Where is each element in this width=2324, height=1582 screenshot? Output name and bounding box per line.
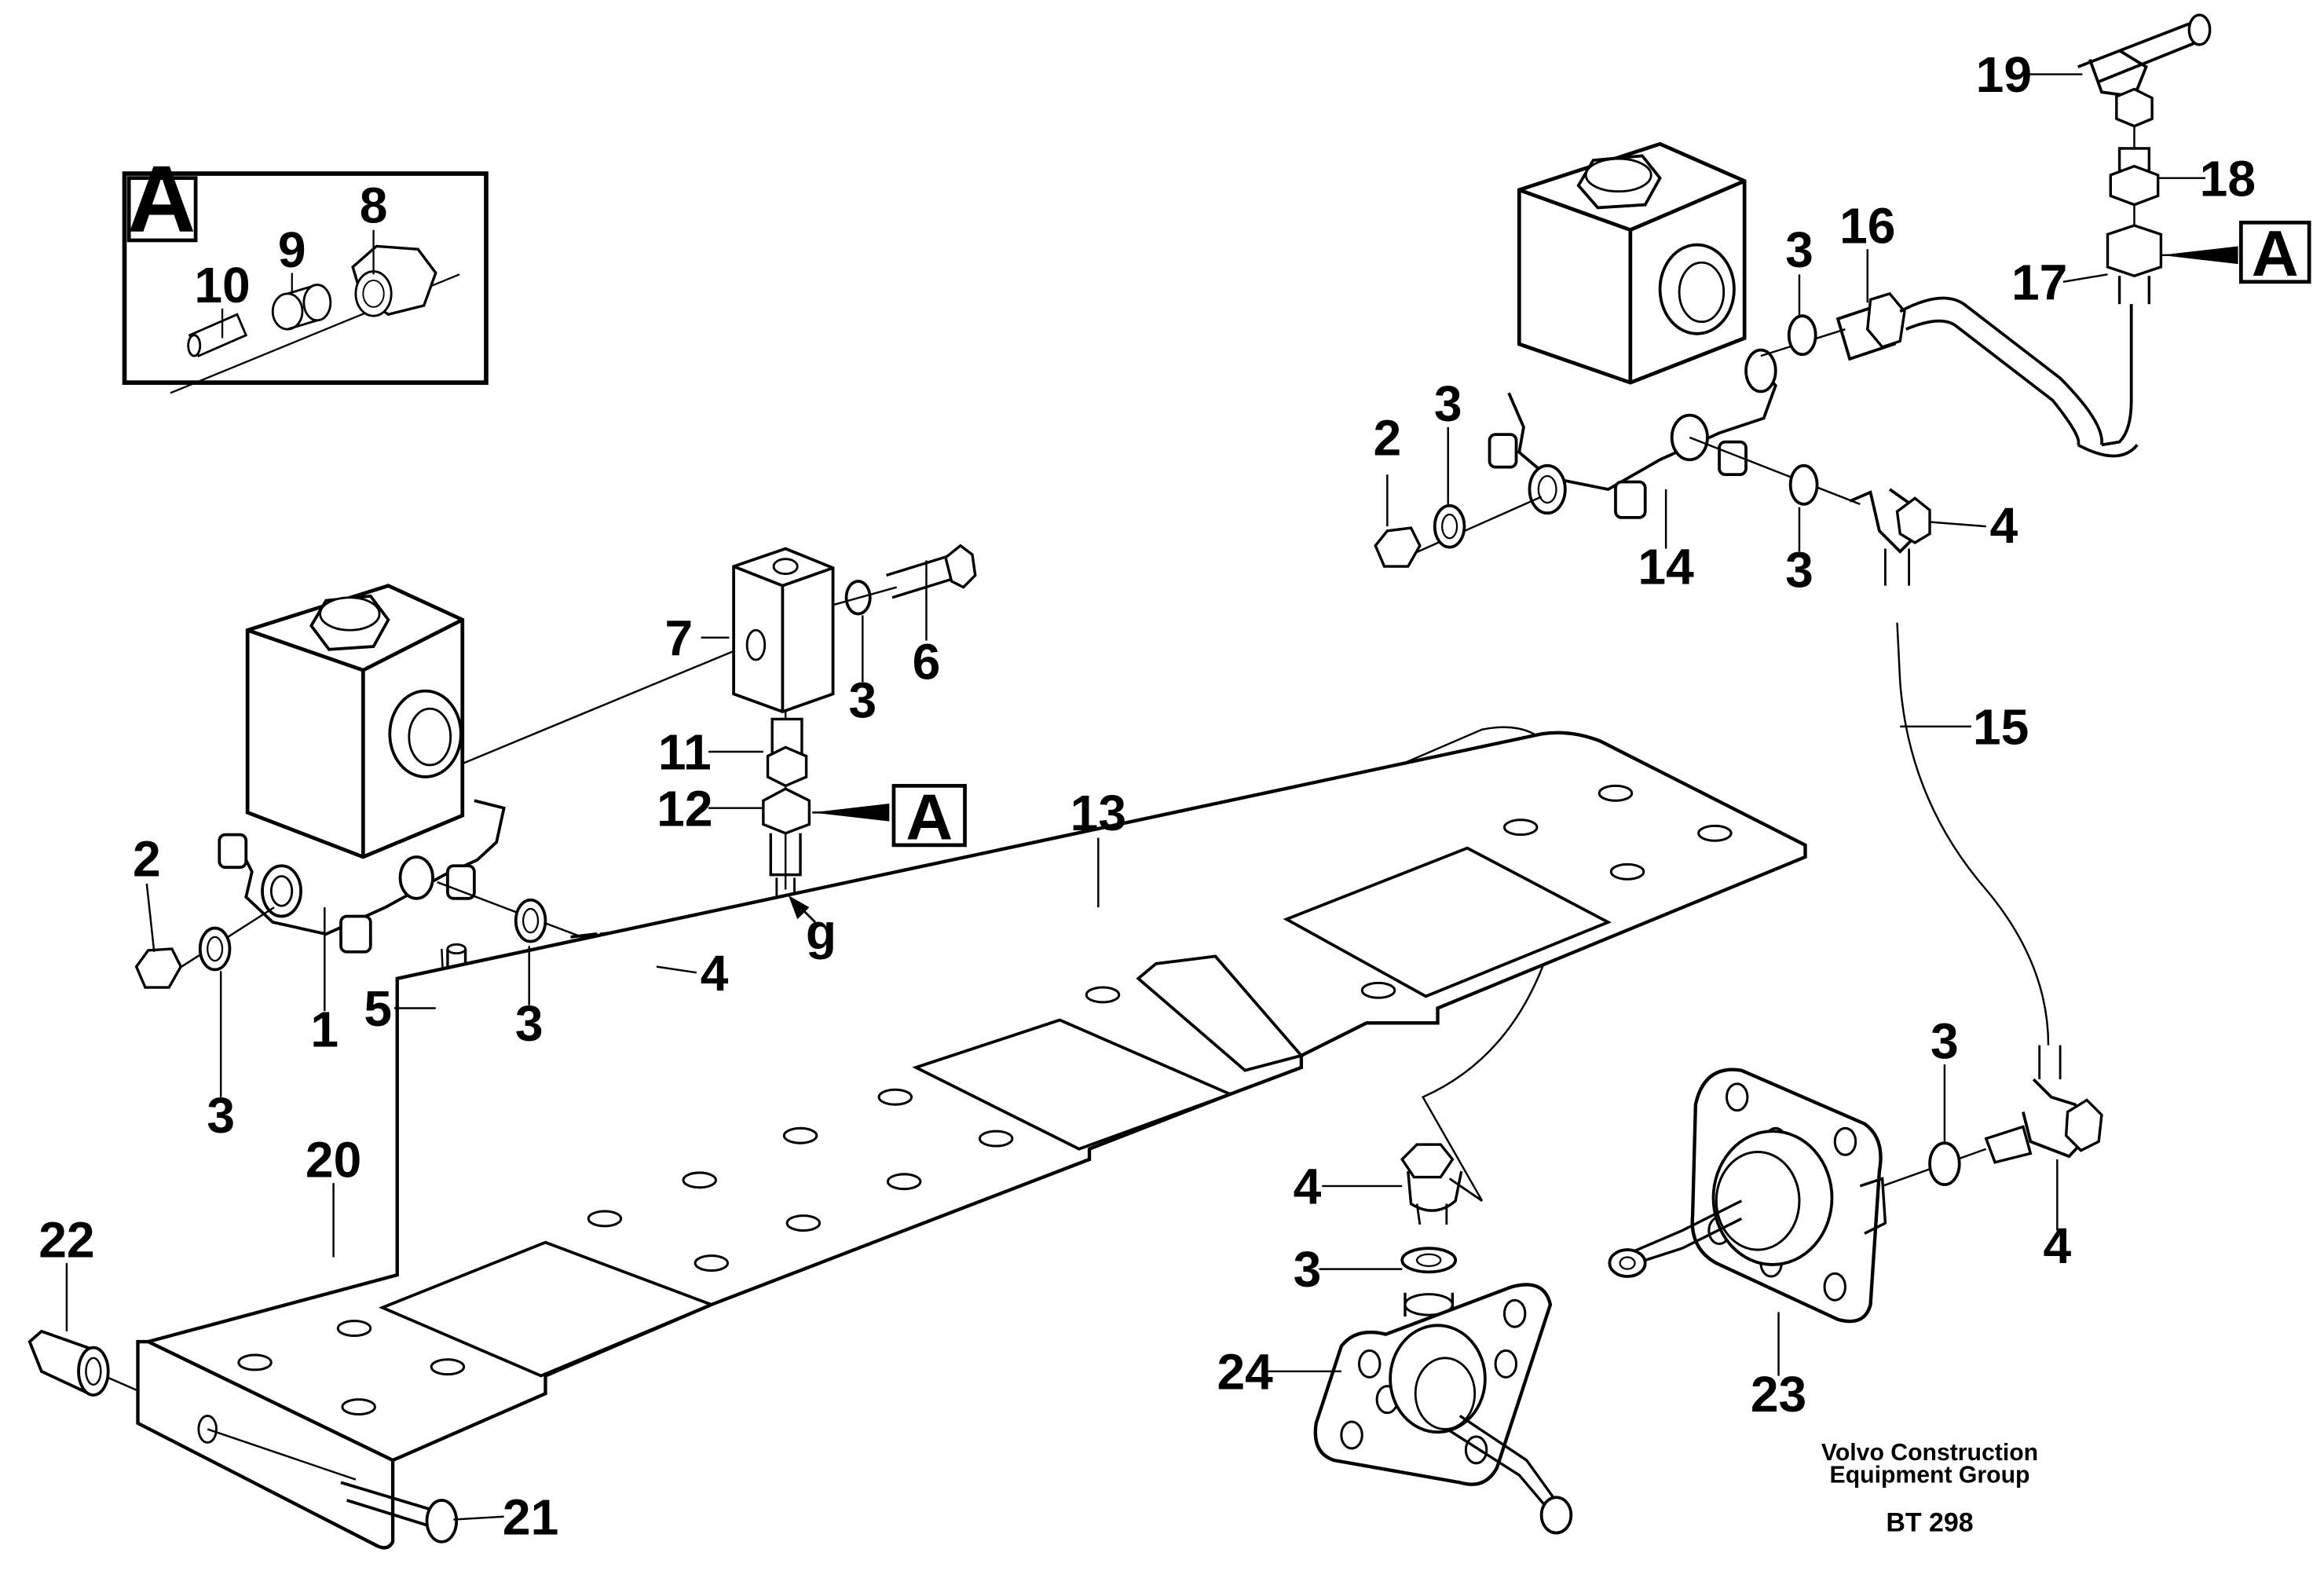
plug-and-washer-left [134, 906, 275, 989]
callout-3-right-plug: 3 [1434, 375, 1462, 432]
callout-8: 8 [360, 177, 388, 233]
callout-9: 9 [278, 222, 306, 278]
detail-box-label: A [127, 146, 196, 252]
direction-arrow-g [788, 895, 816, 924]
adapter-and-nut-11-12 [762, 712, 811, 899]
bracket-plate-13 [136, 731, 1807, 1550]
pressure-sender-23 [1608, 1067, 1887, 1324]
olive-ring-part [271, 284, 332, 331]
fittings-17-18-19 [2077, 13, 2212, 305]
diagram-code: BT 298 [1886, 1508, 1973, 1538]
callout-5: 5 [364, 980, 392, 1037]
plug-and-washer-right [1374, 496, 1543, 568]
bushing-22 [27, 1329, 138, 1397]
detail-ref-a-right: A [2252, 217, 2299, 290]
pressure-sender-24 [1313, 1143, 1573, 1535]
callout-13: 13 [1071, 785, 1126, 841]
publisher-line-1: Volvo Construction [1821, 1440, 2038, 1466]
callout-3-mid: 3 [515, 995, 543, 1052]
fitting-16-and-line [1760, 291, 2139, 458]
callout-3-right-top: 3 [1785, 222, 1813, 278]
callout-16: 16 [1839, 198, 1895, 255]
detail-a-reference-left: A [812, 780, 967, 853]
callout-2-right: 2 [1373, 410, 1401, 467]
callout-3-right-sender: 3 [1931, 1013, 1959, 1070]
callout-7: 7 [664, 610, 693, 666]
callout-23: 23 [1751, 1366, 1806, 1423]
callout-17: 17 [2011, 254, 2067, 310]
publisher-credit: Volvo Construction Equipment Group BT 29… [1821, 1440, 2038, 1538]
detail-ref-a-left: A [906, 780, 953, 853]
detail-box-a: A 10 9 8 [122, 146, 489, 394]
pipe-sleeve-part [187, 313, 248, 357]
callout-4-left: 4 [701, 945, 729, 1002]
solenoid-valve-right [1488, 141, 1777, 519]
connector-block-7 [732, 544, 977, 714]
callout-4-right-lower: 4 [2043, 1218, 2071, 1274]
callout-4-bottom: 4 [1294, 1159, 1322, 1215]
callout-10: 10 [194, 257, 250, 313]
callout-2-left: 2 [133, 831, 161, 888]
union-nut-part [351, 244, 437, 317]
publisher-line-2: Equipment Group [1830, 1462, 2030, 1488]
callout-21: 21 [503, 1489, 558, 1545]
banjo-fitting-right-upper [1689, 436, 2062, 1080]
callout-12: 12 [657, 780, 712, 837]
callout-24: 24 [1217, 1343, 1273, 1400]
detail-a-reference-right: A [2161, 217, 2311, 290]
callout-3-right-lower: 3 [1785, 542, 1813, 599]
callout-g: g [806, 903, 836, 960]
callout-14: 14 [1638, 539, 1694, 595]
callout-22: 22 [38, 1211, 94, 1268]
callout-4-right-upper: 4 [1990, 497, 2018, 554]
callout-3-bottom: 3 [1294, 1241, 1322, 1298]
callout-20: 20 [306, 1132, 361, 1188]
solenoid-valve-left [218, 584, 749, 954]
screw-21 [207, 1428, 459, 1544]
callout-labels: 7 6 3 11 12 g 2 3 1 5 3 4 13 20 22 21 2 … [38, 46, 2256, 1545]
callout-11: 11 [658, 724, 712, 781]
callout-leaders [65, 73, 2238, 1521]
callout-3-block: 3 [848, 672, 877, 729]
callout-15: 15 [1973, 699, 2029, 756]
callout-6: 6 [913, 634, 941, 690]
callout-3-left: 3 [207, 1087, 235, 1144]
callout-18: 18 [2200, 150, 2256, 207]
banjo-fitting-right-lower [1882, 1078, 2103, 1188]
callout-1: 1 [310, 1002, 339, 1058]
callout-19: 19 [1976, 46, 2032, 103]
